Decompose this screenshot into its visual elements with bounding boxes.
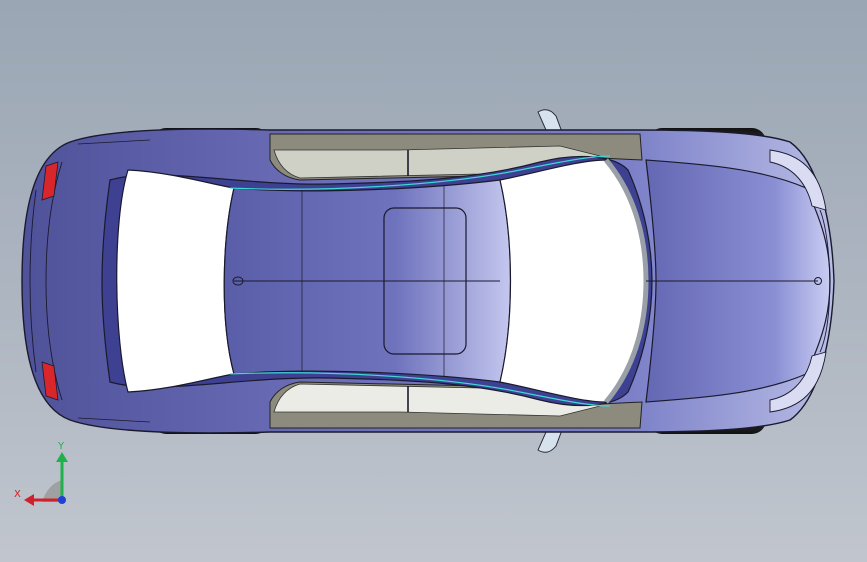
rear-window — [116, 169, 235, 393]
taillight-left — [41, 161, 59, 201]
trunk-line — [29, 189, 37, 373]
axis-triad: X Y — [14, 441, 68, 506]
trim-line-top — [229, 155, 611, 190]
z-axis-dot — [58, 496, 66, 504]
windshield — [499, 159, 647, 403]
headlight-right — [769, 351, 827, 413]
y-axis-label: Y — [57, 441, 65, 452]
trunk-line — [45, 161, 63, 401]
headlight-left — [769, 149, 827, 211]
x-axis-arrowhead — [24, 494, 34, 506]
hood-emblem — [814, 277, 822, 285]
front-bumper-line — [819, 209, 831, 353]
panel-line — [77, 417, 151, 423]
panel-line — [77, 139, 151, 145]
y-axis-arrowhead — [56, 452, 68, 462]
x-axis-label: X — [14, 489, 21, 500]
triad-plane — [42, 480, 62, 502]
taillight-right — [41, 361, 59, 401]
trim-line-bottom — [229, 372, 611, 407]
antenna — [232, 276, 244, 286]
